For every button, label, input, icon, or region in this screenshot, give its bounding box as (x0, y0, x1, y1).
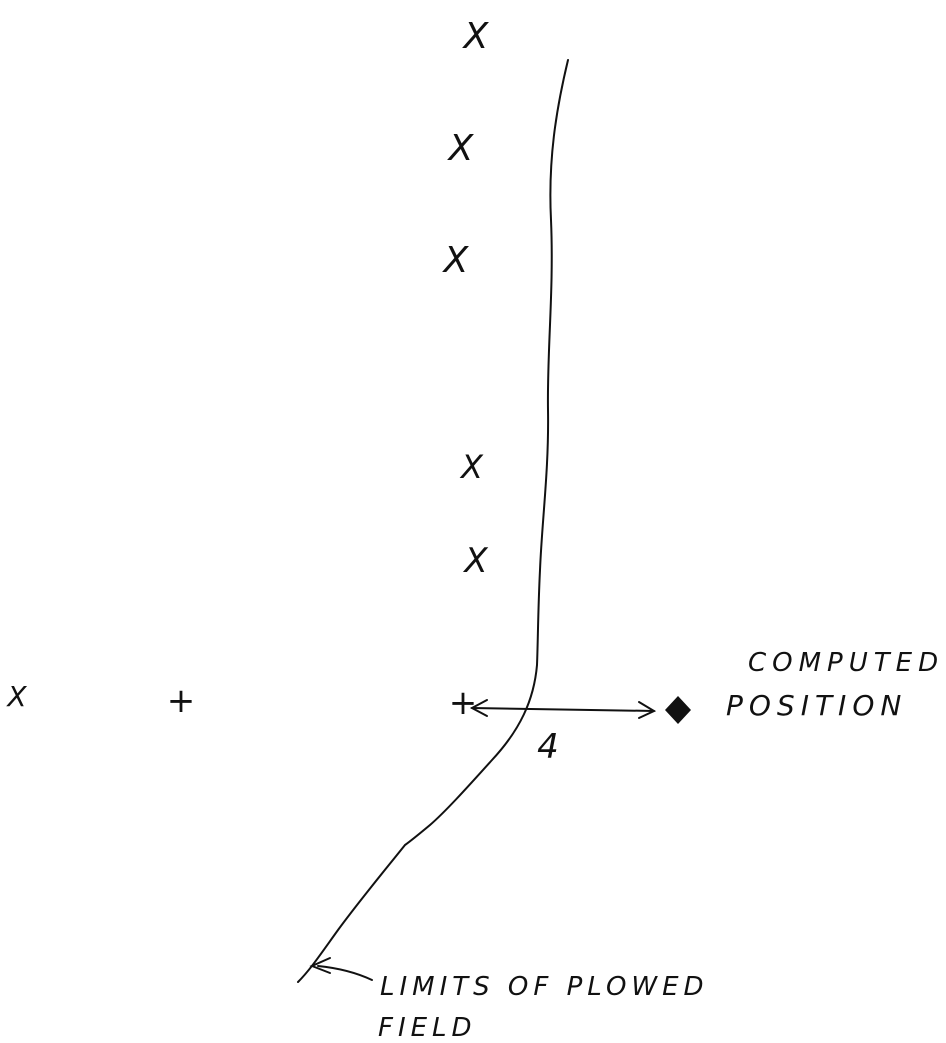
x-marker-4: X (459, 448, 484, 486)
x-marker-3: X (442, 240, 470, 281)
computed-position-label-line2: POSITION (726, 689, 907, 722)
distance-arrow (469, 699, 657, 719)
plus-marker-center: + (449, 683, 478, 723)
field-limit-label-line1: LIMITS OF PLOWED (380, 972, 709, 1002)
field-limit-pointer-head (309, 957, 331, 974)
x-marker-1: X (462, 16, 490, 57)
field-limit-label-line2: FIELD (378, 1013, 477, 1043)
computed-position-marker (665, 696, 691, 724)
x-marker-left: X (5, 680, 27, 713)
distance-arrow-left-head (469, 699, 488, 717)
distance-label: 4 (537, 727, 559, 767)
field-limit-pointer-arrow (309, 957, 373, 981)
x-marker-2: X (447, 128, 475, 169)
computed-position-label-line1: COMPUTED (748, 648, 944, 678)
distance-arrow-right-head (638, 701, 657, 719)
x-marker-5: X (462, 541, 488, 581)
plowed-field-boundary-line (297, 59, 569, 983)
plus-marker-left: + (167, 681, 196, 721)
